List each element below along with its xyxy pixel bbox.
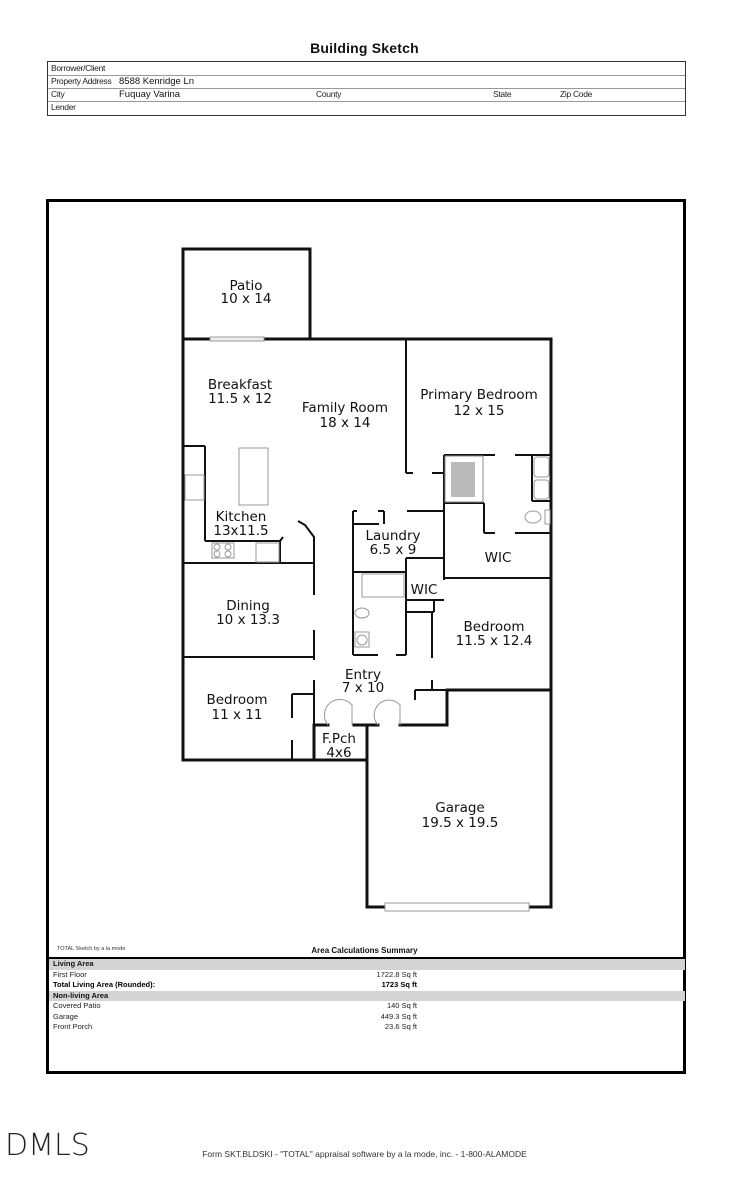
table-row: Covered Patio 140 Sq ft (53, 1001, 417, 1010)
dmls-logo: DMLS (5, 1128, 90, 1163)
room-patio-dims: 10 x 14 (221, 291, 272, 307)
nonliving-area-header: Non-living Area (49, 990, 685, 1001)
room-bedroom3-dims: 11 x 11 (212, 707, 263, 723)
room-kitchen-name: Kitchen (216, 509, 267, 525)
room-front-porch-name: F.Pch (322, 731, 356, 747)
room-primary-bedroom-name: Primary Bedroom (420, 387, 538, 403)
area-summary-table: Living Area First Floor 1722.8 Sq ft Tot… (49, 957, 685, 1033)
borrower-row: Borrower/Client (48, 62, 685, 76)
room-family-name: Family Room (302, 400, 388, 416)
room-breakfast-dims: 11.5 x 12 (208, 391, 272, 407)
room-laundry-name: Laundry (365, 528, 420, 544)
lender-label: Lender (51, 102, 76, 112)
room-family-dims: 18 x 14 (320, 415, 371, 431)
area-summary-title: Area Calculations Summary (311, 946, 418, 955)
zip-label: Zip Code (560, 89, 593, 99)
sketch-credit: TOTAL Sketch by a la mode (57, 946, 126, 952)
room-bedroom3-name: Bedroom (206, 692, 267, 708)
table-row: Garage 449.3 Sq ft (53, 1011, 417, 1021)
lender-row: Lender (48, 101, 685, 114)
table-row: First Floor 1722.8 Sq ft (53, 969, 417, 979)
page-title: Building Sketch (310, 40, 419, 56)
room-dining-dims: 10 x 13.3 (216, 612, 280, 628)
room-kitchen-dims: 13x11.5 (213, 523, 268, 539)
address-label: Property Address (51, 76, 112, 86)
room-front-porch-dims: 4x6 (326, 745, 351, 761)
table-row: Front Porch 23.6 Sq ft (53, 1022, 417, 1031)
sketch-frame (46, 199, 686, 1074)
room-patio-name: Patio (229, 278, 262, 294)
living-area-header: Living Area (49, 959, 685, 970)
state-label: State (493, 89, 512, 99)
city-label: City (51, 89, 65, 99)
room-entry-name: Entry (345, 667, 381, 683)
total-living-row: Total Living Area (Rounded): 1723 Sq ft (53, 980, 417, 989)
room-wic-primary-name: WIC (485, 550, 512, 566)
room-primary-bedroom-dims: 12 x 15 (454, 403, 505, 419)
property-info-header: Borrower/Client Property Address 8588 Ke… (47, 61, 686, 116)
room-garage-name: Garage (435, 800, 484, 816)
room-wic-bedroom-name: WIC (411, 582, 438, 598)
room-entry-dims: 7 x 10 (342, 680, 384, 696)
address-row: Property Address 8588 Kenridge Ln (48, 75, 685, 89)
room-dining-name: Dining (226, 598, 270, 614)
borrower-label: Borrower/Client (51, 63, 106, 73)
county-label: County (316, 89, 342, 99)
room-laundry-dims: 6.5 x 9 (370, 542, 417, 558)
city-row: City Fuquay Varina County State Zip Code (48, 88, 685, 102)
room-bedroom2-name: Bedroom (463, 619, 524, 635)
room-garage-dims: 19.5 x 19.5 (422, 815, 499, 831)
room-bedroom2-dims: 11.5 x 12.4 (456, 633, 533, 649)
room-breakfast-name: Breakfast (208, 377, 272, 393)
form-footer: Form SKT.BLDSKI - "TOTAL" appraisal soft… (202, 1149, 527, 1159)
city-value: Fuquay Varina (119, 89, 181, 100)
address-value: 8588 Kenridge Ln (119, 76, 195, 87)
